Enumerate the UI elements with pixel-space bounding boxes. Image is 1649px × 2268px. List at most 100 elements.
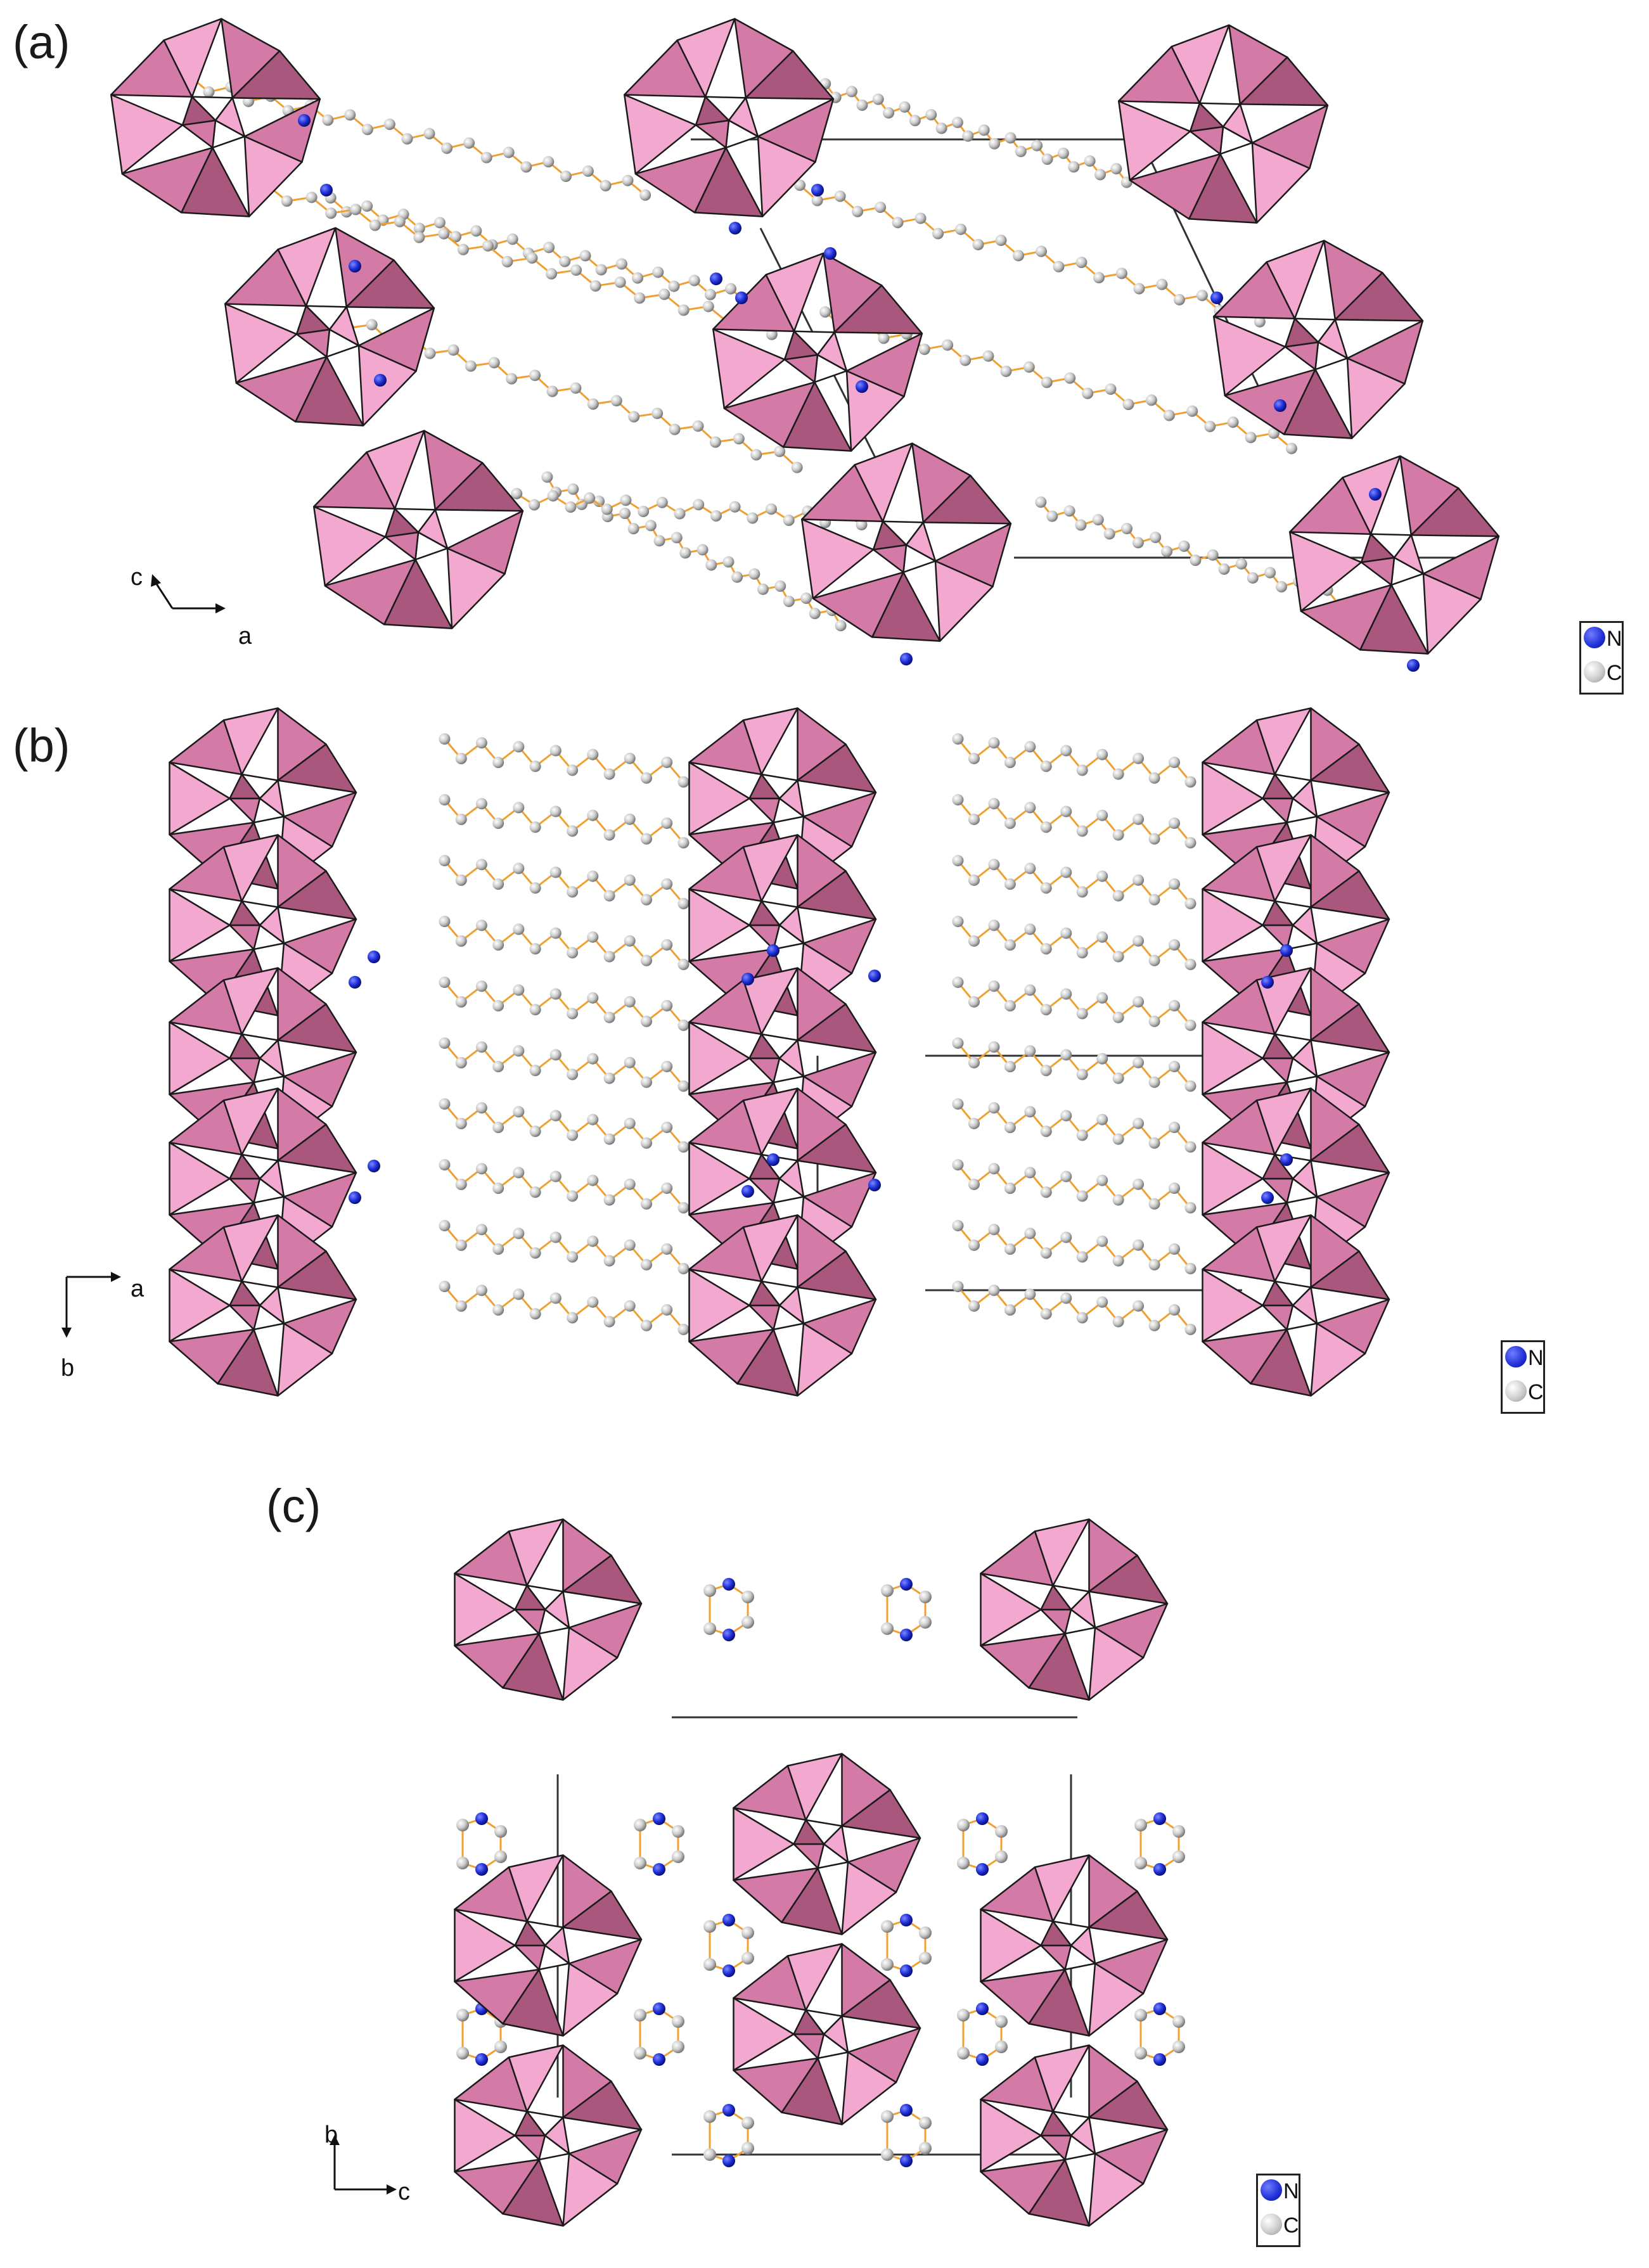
carbon-atom [361,124,373,136]
octahedron-face [110,94,184,175]
octahedron-face [786,1943,843,2011]
octahedron-face [1129,153,1221,220]
carbon-atom [455,1118,467,1129]
carbon-atom [741,1952,754,1964]
carbon-atom [600,180,612,192]
carbon-atom [1254,316,1266,328]
nitrogen-atom [368,1160,380,1172]
carbon-atom [559,255,571,267]
carbon-atom [1024,741,1036,753]
carbon-atom [455,814,467,825]
carbon-atom [995,1850,1008,1863]
carbon-atom [968,1239,980,1251]
octahedron-face [765,252,824,333]
carbon-atom [872,93,884,105]
carbon-atom [441,142,453,154]
nitrogen-atom [1153,1812,1166,1825]
panel-b-axis-horizontal-label: a [131,1276,144,1302]
nitrogen-atom [735,292,748,304]
octahedron-face [797,1323,853,1397]
carbon-atom [1115,267,1127,279]
carbon-atom [567,1068,579,1080]
carbon-atom [526,252,538,264]
carbon-atom [881,1584,894,1597]
carbon-atom [1004,1243,1016,1255]
carbon-atom [1112,1194,1124,1206]
carbon-atom [651,407,664,420]
nitrogen-atom [475,2053,488,2066]
carbon-atom [457,243,469,255]
nitrogen-atom [900,1578,913,1591]
carbon-atom [439,855,451,867]
octahedron-face [229,1057,261,1084]
carbon-atom [856,518,868,530]
carbon-atom [1064,372,1076,384]
nitrogen-atom [741,1185,754,1198]
carbon-atom [634,1857,646,1869]
carbon-atom [1133,283,1145,295]
carbon-atom [575,498,587,510]
carbon-atom [503,146,515,158]
carbon-atom [845,86,857,98]
carbon-atom [475,1224,487,1236]
carbon-atom [1132,874,1145,886]
carbon-atom [501,255,513,267]
carbon-atom [529,1186,541,1198]
carbon-atom [704,288,716,300]
carbon-atom [433,217,446,229]
carbon-atom [587,1296,599,1308]
nitrogen-atom [767,1153,780,1166]
carbon-atom [672,1825,684,1838]
carbon-atom [1040,760,1052,772]
nitrogen-atom [976,1863,989,1876]
carbon-atom [653,535,665,547]
octahedron-face [163,18,222,98]
octahedron-face [1255,834,1312,902]
octahedron-face [222,1214,279,1283]
carbon-atom [1134,2047,1147,2060]
carbon-atom [962,130,974,142]
carbon-atom [587,1053,599,1065]
octahedron-face [169,761,231,836]
carbon-atom [1076,1190,1088,1202]
carbon-atom [696,544,709,556]
octahedron-face [688,1141,750,1216]
octahedron-face [1262,900,1294,926]
octahedron-face [366,430,425,510]
axis-a-arrowhead [111,1272,121,1282]
nitrogen-atom [653,1863,665,1876]
carbon-atom [1134,2009,1147,2021]
octahedron-face [229,1177,261,1204]
carbon-atom [677,897,690,909]
carbon-atom [952,977,964,989]
carbon-atom [439,1037,451,1049]
carbon-atom [835,620,847,632]
carbon-atom [748,568,760,580]
carbon-atom [982,350,994,362]
carbon-atom [455,1179,467,1190]
carbon-atom [439,1159,451,1171]
carbon-atom [1024,802,1036,814]
carbon-atom [1060,745,1072,757]
carbon-atom [731,571,743,583]
carbon-atom [957,1819,970,1831]
carbon-atom [1235,558,1247,570]
carbon-atom [1096,1053,1108,1065]
carbon-atom [1035,245,1047,257]
carbon-atom [1196,290,1208,302]
octahedron-face [514,1920,546,1947]
carbon-atom [529,1125,541,1137]
carbon-atom [952,1220,964,1232]
carbon-atom [603,829,615,841]
carbon-atom [567,825,579,837]
carbon-atom [811,195,823,207]
carbon-atom [692,420,704,432]
carbon-atom [549,745,561,757]
carbon-atom [455,753,467,764]
octahedron-face [854,442,913,523]
carbon-atom [1132,1178,1145,1190]
carbon-atom [957,2009,970,2021]
panel-a-structure [110,18,1500,672]
panel-c-axis-horizontal-label: c [398,2179,410,2205]
carbon-atom [203,86,215,98]
